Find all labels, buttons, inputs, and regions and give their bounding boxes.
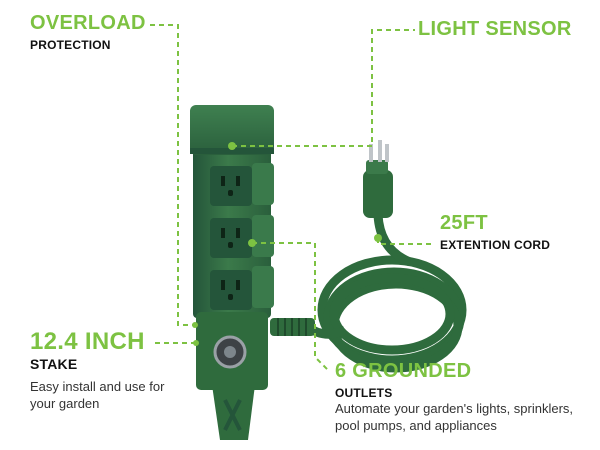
stake-subtitle: STAKE	[30, 356, 78, 372]
outlet-faces	[210, 166, 252, 310]
cord-lead	[373, 214, 412, 267]
sensor-cap	[190, 105, 274, 155]
plug	[363, 140, 393, 218]
outlets-description: Automate your garden's lights, sprinkler…	[335, 401, 574, 433]
light-sensor-title: LIGHT SENSOR	[418, 18, 572, 40]
overload-subtitle: PROTECTION	[30, 38, 111, 52]
stake-title: 12.4 INCH	[30, 328, 145, 355]
outlets-subtitle: OUTLETS	[335, 386, 393, 400]
stake-description: Easy install and use for your garden	[30, 379, 165, 411]
cord-title: 25FT	[440, 212, 488, 234]
outlets-title: 6 GROUNDED	[335, 360, 472, 382]
overload-title: OVERLOAD	[30, 12, 146, 34]
cord-subtitle: EXTENTION CORD	[440, 238, 551, 252]
coiled-cord	[317, 255, 467, 373]
